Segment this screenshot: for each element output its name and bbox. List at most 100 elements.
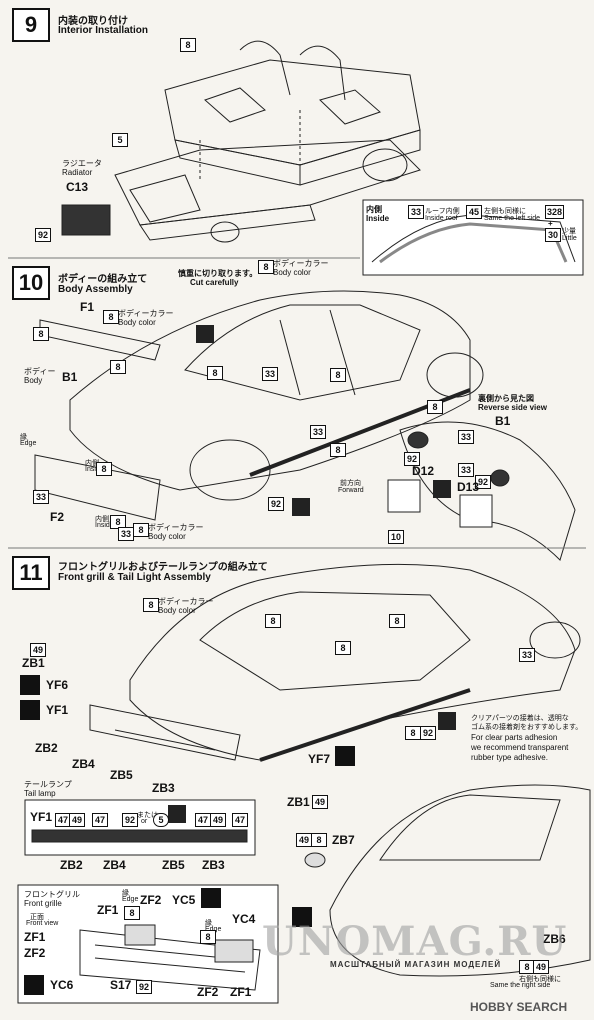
inset-roof-en: Inside roof bbox=[425, 215, 458, 222]
s11-body-color-jp: ボディーカラー bbox=[158, 597, 214, 606]
part-b1: B1 bbox=[62, 370, 78, 384]
step-11-number: 11 bbox=[12, 556, 50, 590]
s10-callout-8-sill: 8 bbox=[330, 443, 346, 457]
s10-body-color-en-2: Body color bbox=[118, 318, 156, 327]
s10-callout-8-bottom-2: 8 bbox=[133, 523, 149, 537]
step-10-number: 10 bbox=[12, 266, 50, 300]
strip-label-zb3: ZB3 bbox=[202, 858, 225, 872]
inset-same-jp: 左側も同様に bbox=[484, 208, 526, 215]
glue-icon-yc5 bbox=[201, 888, 221, 908]
s11-callout-49: 49 bbox=[30, 643, 46, 657]
edge-label-jp: 縁 bbox=[20, 434, 27, 441]
s11-callout-92-sill: 92 bbox=[420, 726, 436, 740]
part-zf1-bottom: ZF1 bbox=[230, 985, 252, 999]
radiator-label-jp: ラジエータ bbox=[62, 159, 102, 168]
strip-callout-47-b: 47 bbox=[92, 813, 108, 827]
glue-icon-yc6 bbox=[24, 975, 44, 995]
edge-label-en: Edge bbox=[20, 440, 37, 447]
s11-callout-8-sill: 8 bbox=[405, 726, 421, 740]
s10-callout-8-f1: 8 bbox=[103, 310, 119, 324]
s10-callout-8-grille: 8 bbox=[96, 462, 112, 476]
tail-lamp-en: Tail lamp bbox=[24, 789, 56, 798]
inset-title-en: Inside bbox=[366, 214, 390, 223]
part-yc5: YC5 bbox=[172, 893, 196, 907]
clear-parts-en-1: For clear parts adhesion bbox=[471, 733, 558, 742]
grille-callout-8-b: 8 bbox=[200, 930, 216, 944]
forward-label-jp: 前方向 bbox=[340, 480, 361, 487]
cut-carefully-en: Cut carefully bbox=[190, 278, 239, 287]
s10-body-color-en-1: Body color bbox=[273, 268, 311, 277]
reverse-view-en: Reverse side view bbox=[478, 403, 547, 412]
same-right-jp: 右側も同様に bbox=[519, 976, 561, 983]
cut-carefully-jp: 慎重に切り取ります。 bbox=[178, 269, 258, 278]
watermark-text: UNOMAG.RU bbox=[262, 918, 568, 965]
inset-same-en: Same the left side bbox=[484, 215, 541, 222]
strip-label-zb5: ZB5 bbox=[162, 858, 185, 872]
part-zb2: ZB2 bbox=[35, 741, 58, 755]
s10-callout-8-rear: 8 bbox=[427, 400, 443, 414]
glue-icon-yf7 bbox=[335, 746, 355, 766]
part-zf1-view: ZF1 bbox=[24, 930, 46, 944]
inset-title-jp: 内側 bbox=[366, 205, 382, 214]
inside-label-en-1: Inside bbox=[85, 466, 104, 473]
inset-callout-33: 33 bbox=[408, 205, 424, 219]
glue-icon-zb6 bbox=[292, 907, 312, 927]
s11-callout-8-a: 8 bbox=[265, 614, 281, 628]
grille-edge-jp: 縁 bbox=[122, 890, 129, 897]
s11-body-color-en: Body color bbox=[158, 606, 196, 615]
strip-callout-47-d: 47 bbox=[232, 813, 248, 827]
front-view-en: Front view bbox=[26, 920, 59, 927]
s10-callout-8-roof: 8 bbox=[258, 260, 274, 274]
s11-callout-49-zb7: 49 bbox=[296, 833, 312, 847]
s11-callout-8-top: 8 bbox=[143, 598, 159, 612]
part-zb3: ZB3 bbox=[152, 781, 175, 795]
callout-92: 92 bbox=[35, 228, 51, 242]
part-f2: F2 bbox=[50, 510, 65, 524]
grille-callout-92: 92 bbox=[136, 980, 152, 994]
inset-roof-jp: ルーフ内側 bbox=[425, 208, 460, 215]
step-10-title-jp: ボディーの組み立て bbox=[58, 274, 148, 285]
s10-callout-8-door: 8 bbox=[330, 368, 346, 382]
step-11-title-en: Front grill & Tail Light Assembly bbox=[58, 572, 211, 583]
part-s17: S17 bbox=[110, 978, 132, 992]
s11-callout-8-b: 8 bbox=[389, 614, 405, 628]
s10-callout-33-d13: 33 bbox=[458, 463, 474, 477]
grille-edge-en-2: Edge bbox=[205, 926, 221, 933]
part-zb1-right: ZB1 bbox=[287, 795, 310, 809]
clear-parts-jp-1: クリアパーツの接着は、透明な bbox=[471, 715, 569, 722]
inside-label-en-2: Inside bbox=[95, 522, 114, 529]
s10-callout-92-reverse: 92 bbox=[404, 452, 420, 466]
s10-callout-33-pillar: 33 bbox=[262, 367, 278, 381]
inset-little-jp: 少量 bbox=[562, 228, 576, 235]
part-yc4: YC4 bbox=[232, 912, 256, 926]
s11-callout-49-right: 49 bbox=[312, 795, 328, 809]
front-view-jp: 正面 bbox=[30, 914, 44, 921]
strip-callout-92: 92 bbox=[122, 813, 138, 827]
body-label-en: Body bbox=[24, 376, 43, 385]
strip-callout-5: 5 bbox=[153, 813, 169, 827]
callout-5: 5 bbox=[112, 133, 128, 147]
s11-callout-33: 33 bbox=[519, 648, 535, 662]
strip-yf1: YF1 bbox=[30, 810, 53, 824]
grille-callout-8-a: 8 bbox=[124, 906, 140, 920]
clear-parts-en-2: we recommend transparent bbox=[471, 743, 569, 752]
step-9-title-jp: 内装の取り付け bbox=[58, 16, 128, 27]
inset-plus: + bbox=[548, 219, 553, 228]
s10-callout-92-d13: 92 bbox=[475, 475, 491, 489]
part-d13: D13 bbox=[457, 480, 480, 494]
brand-label: HOBBY SEARCH bbox=[470, 1000, 568, 1014]
callout-8: 8 bbox=[180, 38, 196, 52]
part-zb6: ZB6 bbox=[543, 932, 566, 946]
part-zb5: ZB5 bbox=[110, 768, 133, 782]
part-c13: C13 bbox=[66, 180, 89, 194]
part-zf2-top: ZF2 bbox=[140, 893, 162, 907]
clear-parts-jp-2: ゴム系の接着剤をおすすめします。 bbox=[471, 724, 583, 731]
glue-icon-yf6 bbox=[20, 675, 40, 695]
part-yc6: YC6 bbox=[50, 978, 74, 992]
forward-label-en: Forward bbox=[338, 487, 364, 494]
body-label-jp: ボディー bbox=[24, 367, 56, 376]
part-zf2-bottom: ZF2 bbox=[197, 985, 219, 999]
s10-callout-8-left: 8 bbox=[33, 327, 49, 341]
or-en: or bbox=[141, 818, 148, 825]
